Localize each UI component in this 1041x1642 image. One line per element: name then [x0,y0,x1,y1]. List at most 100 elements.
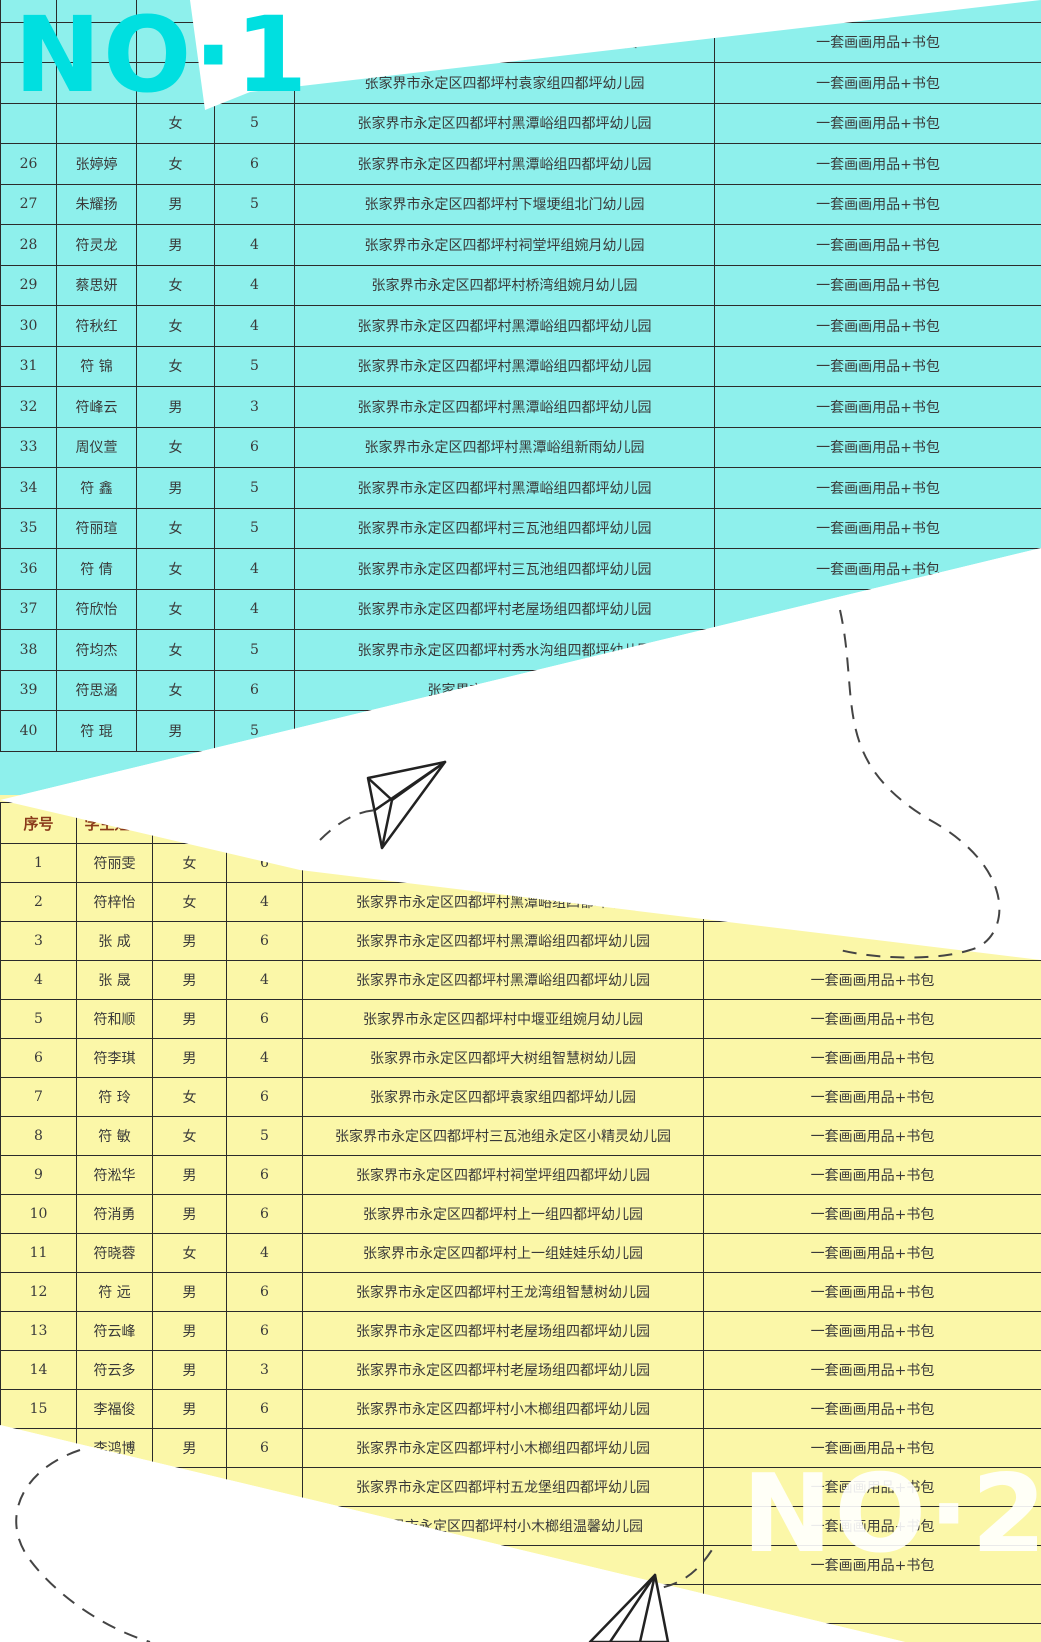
table-cell: 张家界市永定区四都坪村三瓦池组四都坪幼儿园 [294,548,715,590]
table-cell: 符峰云 [56,386,137,428]
table-cell: 一套画画用品+书包 [703,1506,1041,1546]
table-cell [56,21,137,63]
table-cell: 男 [152,1272,227,1312]
table-cell [56,62,137,104]
table-cell: 4 [214,548,295,590]
table-cell: 一套画画用品+书包 [714,62,1041,104]
table-cell: 6 [214,426,295,468]
table-cell: 10 [0,1194,77,1234]
table-cell: 一套画画用品+书包 [703,1194,1041,1234]
table-cell: 男 [152,1155,227,1195]
table-cell: 张家界市永定区四都坪村小木榔组四都坪幼儿园 [302,1428,704,1468]
table-cell: 5 [214,467,295,509]
table-cell: 朱耀扬 [56,183,137,225]
table-cell: 女 [152,1077,227,1117]
table-cell: 一套画画用品+书包 [703,1155,1041,1195]
table-cell: 5 [214,507,295,549]
table-cell: 张家界市永定区四都坪村祠堂坪组婉月幼儿园 [294,224,715,266]
table-cell: 一套画画用品+书包 [703,1233,1041,1273]
table-cell: 符消勇 [76,1194,153,1234]
table-cell: 张 成 [76,921,153,961]
table-cell: 符秋红 [56,305,137,347]
table-cell [0,102,57,144]
table-cell: 符丽瑄 [56,507,137,549]
table-cell: 张家界市永定区四都坪村三瓦池组永定区小精灵幼儿园 [302,1116,704,1156]
table-cell: 4 [226,1233,303,1273]
table-cell: 符淞华 [76,1155,153,1195]
table-cell: 符欣怡 [56,588,137,630]
table-cell: 8 [0,1116,77,1156]
table-cell: 女 [136,264,215,306]
table-cell: 男 [152,1038,227,1078]
table-cell [0,62,57,104]
table-cell: 符 琨 [56,710,137,752]
table-cell: 一套画画用品+书包 [703,1467,1041,1507]
table-cell: 一套画画用品+书包 [703,1350,1041,1390]
table-cell: 张家界市永定区四都坪村老屋场组四都坪幼儿园 [302,1311,704,1351]
table-cell: 33 [0,426,57,468]
table-cell: 符 远 [76,1272,153,1312]
table-cell: 一套画画用品+书包 [703,1428,1041,1468]
table-cell: 张家界市永定区四都坪村黑潭峪组新雨幼儿园 [294,426,715,468]
table-cell: 一套画画用品+书包 [714,264,1041,306]
table-cell: 张家界市永定区四都坪村王龙湾组智慧树幼儿园 [302,1272,704,1312]
table-cell: 5 [0,999,77,1039]
table-cell: 张家界市永定区四都坪村老屋场组四都坪幼儿园 [294,588,715,630]
table-cell: 6 [226,1272,303,1312]
table-cell: 张家界市永定区四都坪村上一组四都坪幼儿园 [302,1194,704,1234]
table-cell: 一套画画用品+书包 [703,1389,1041,1429]
table-cell: 3 [214,386,295,428]
table-cell: 符和顺 [76,999,153,1039]
table-cell: 男 [152,1389,227,1429]
table-cell: 5 [214,102,295,144]
table-cell: 34 [0,467,57,509]
table-cell: 11 [0,1233,77,1273]
table-cell: 符均杰 [56,629,137,671]
table-cell: 张家界市永定区四都坪村五龙堡组四都坪幼儿园 [302,1467,704,1507]
table-cell: 周仪萱 [56,426,137,468]
table-cell: 30 [0,305,57,347]
table-cell: 符晓蓉 [76,1233,153,1273]
table-cell: 男 [152,999,227,1039]
table-cell: 男 [152,921,227,961]
paper-plane-icon [366,760,447,850]
table-cell: 一套画画用品+书包 [703,1077,1041,1117]
table-cell: 张家界市永定区四都坪村黑潭峪组四都坪幼儿园 [294,467,715,509]
table-cell: 31 [0,345,57,387]
table-cell: 张家界市永定区四都坪村黑潭峪组四都坪幼儿园 [294,102,715,144]
table-cell: 一套画画用品+书包 [714,305,1041,347]
white-wedge-bottom [0,1425,905,1642]
paper-plane-icon-bottom [588,1573,670,1642]
table-cell: 张家界市永定区四都坪村桥湾组婉月幼儿园 [294,264,715,306]
table-cell: 张家界市永定区四都坪村三瓦池组四都坪幼儿园 [294,507,715,549]
table-cell: 4 [226,960,303,1000]
table-cell: 5 [214,629,295,671]
table-cell: 6 [214,669,295,711]
table-cell: 40 [0,710,57,752]
table-cell: 14 [0,1350,77,1390]
table-cell: 女 [136,305,215,347]
table-cell [0,21,57,63]
table-cell: 男 [136,710,215,752]
table-cell: 6 [214,143,295,185]
table-cell: 李福俊 [76,1389,153,1429]
table-cell: 女 [136,548,215,590]
table-cell: 女 [136,102,215,144]
table-cell: 张家界市永定区四都坪村老屋场组四都坪幼儿园 [302,1350,704,1390]
table-cell: 符灵龙 [56,224,137,266]
table-cell: 一套画画用品+书包 [703,1272,1041,1312]
